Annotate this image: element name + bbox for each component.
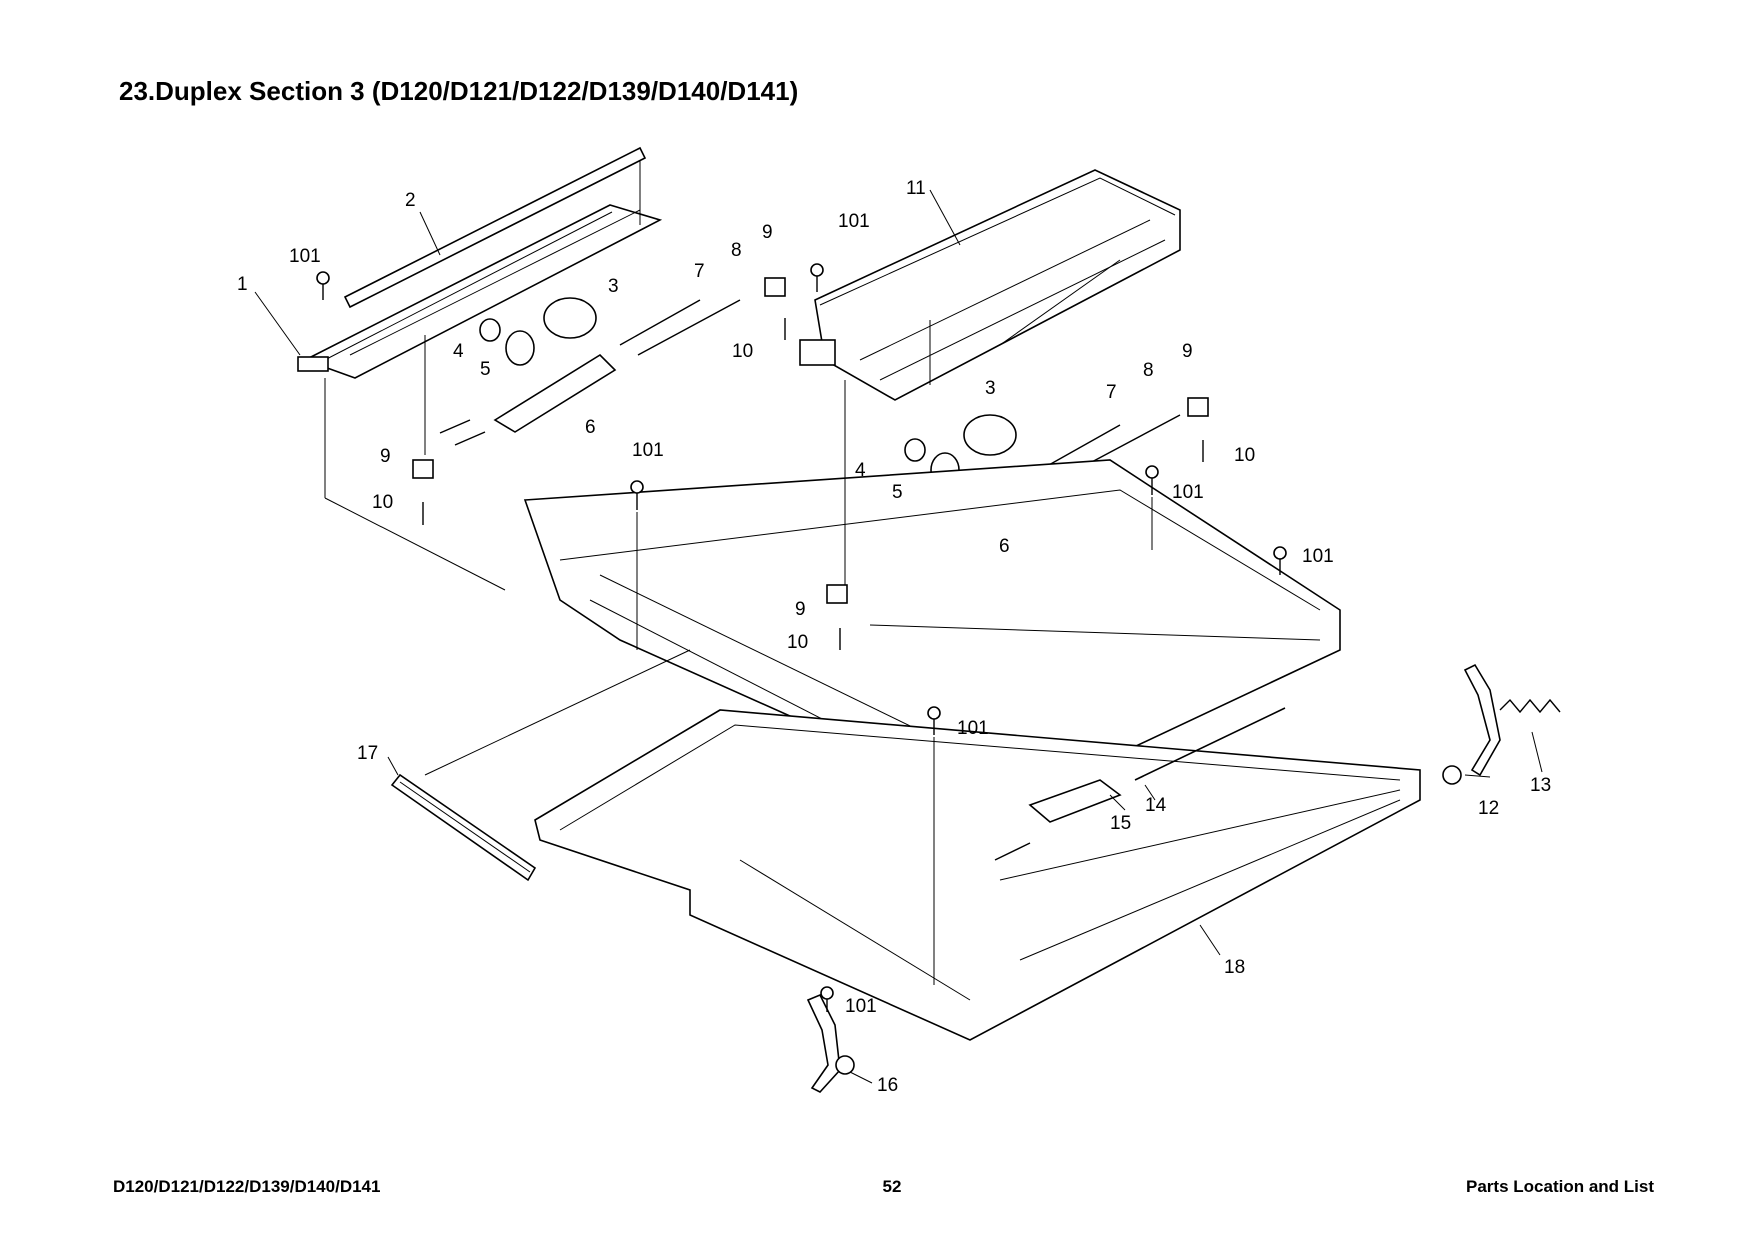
- roller-assembly-left: [439, 297, 617, 446]
- duplex-tray-base: [534, 709, 1421, 1041]
- callout-5-a: 5: [480, 359, 491, 380]
- callout-9-d: 9: [795, 599, 806, 620]
- screw-icon: [820, 986, 834, 1012]
- callout-10-d: 10: [787, 632, 808, 653]
- callout-10-c: 10: [1234, 445, 1255, 466]
- bushing: [412, 459, 434, 479]
- timing-belt: [390, 773, 537, 882]
- footer-model-numbers: D120/D121/D122/D139/D140/D141: [113, 1177, 381, 1196]
- callout-9-a: 9: [762, 222, 773, 243]
- callout-2: 2: [405, 190, 416, 211]
- callout-18: 18: [1224, 957, 1245, 978]
- callout-101-f: 101: [957, 718, 989, 739]
- callout-13: 13: [1530, 775, 1551, 796]
- callout-1: 1: [237, 274, 248, 295]
- callout-12: 12: [1478, 798, 1499, 819]
- bushing: [826, 584, 848, 604]
- callout-101-g: 101: [845, 996, 877, 1017]
- callout-11: 11: [906, 178, 926, 199]
- callout-9-b: 9: [380, 446, 391, 467]
- callout-10-b: 10: [372, 492, 393, 513]
- screw-icon: [927, 706, 941, 735]
- callout-14: 14: [1145, 795, 1167, 816]
- callout-101-c: 101: [632, 440, 664, 461]
- callout-10-a: 10: [732, 341, 753, 362]
- duplex-guide-cover: [799, 169, 1181, 401]
- screw-icon: [1145, 465, 1159, 495]
- screw-icon: [630, 480, 644, 510]
- callout-6-b: 6: [999, 536, 1010, 557]
- page-title: 23.Duplex Section 3 (D120/D121/D122/D139…: [119, 76, 799, 106]
- callout-17: 17: [357, 743, 378, 764]
- screw-icon: [1273, 546, 1287, 575]
- footer-section-name: Parts Location and List: [1466, 1177, 1654, 1196]
- footer-page-number: 52: [882, 1177, 902, 1196]
- screw-icon: [810, 263, 824, 292]
- callout-7-b: 7: [1106, 382, 1117, 403]
- main-frame: [523, 459, 1341, 811]
- spring: [1499, 698, 1561, 714]
- callout-4-b: 4: [855, 460, 866, 481]
- screw-icon: [316, 271, 330, 300]
- callout-6-a: 6: [585, 417, 596, 438]
- bushing: [1187, 397, 1209, 417]
- lever-right: [1442, 663, 1501, 785]
- callout-101-d: 101: [1172, 482, 1204, 503]
- lever-left: [806, 993, 855, 1093]
- bushing: [764, 277, 786, 297]
- callout-8-b: 8: [1143, 360, 1154, 381]
- upper-guide-plate: [297, 146, 663, 379]
- callout-5-b: 5: [892, 482, 903, 503]
- callout-8-a: 8: [731, 240, 742, 261]
- callout-3-a: 3: [608, 276, 619, 297]
- callout-101-e: 101: [1302, 546, 1334, 567]
- callout-101-a: 101: [289, 246, 321, 267]
- callout-15: 15: [1110, 813, 1131, 834]
- callout-101-b: 101: [838, 211, 870, 232]
- callout-7-a: 7: [694, 261, 705, 282]
- callout-16: 16: [877, 1075, 898, 1096]
- callout-4-a: 4: [453, 341, 464, 362]
- callout-3-b: 3: [985, 378, 996, 399]
- callout-9-c: 9: [1182, 341, 1193, 362]
